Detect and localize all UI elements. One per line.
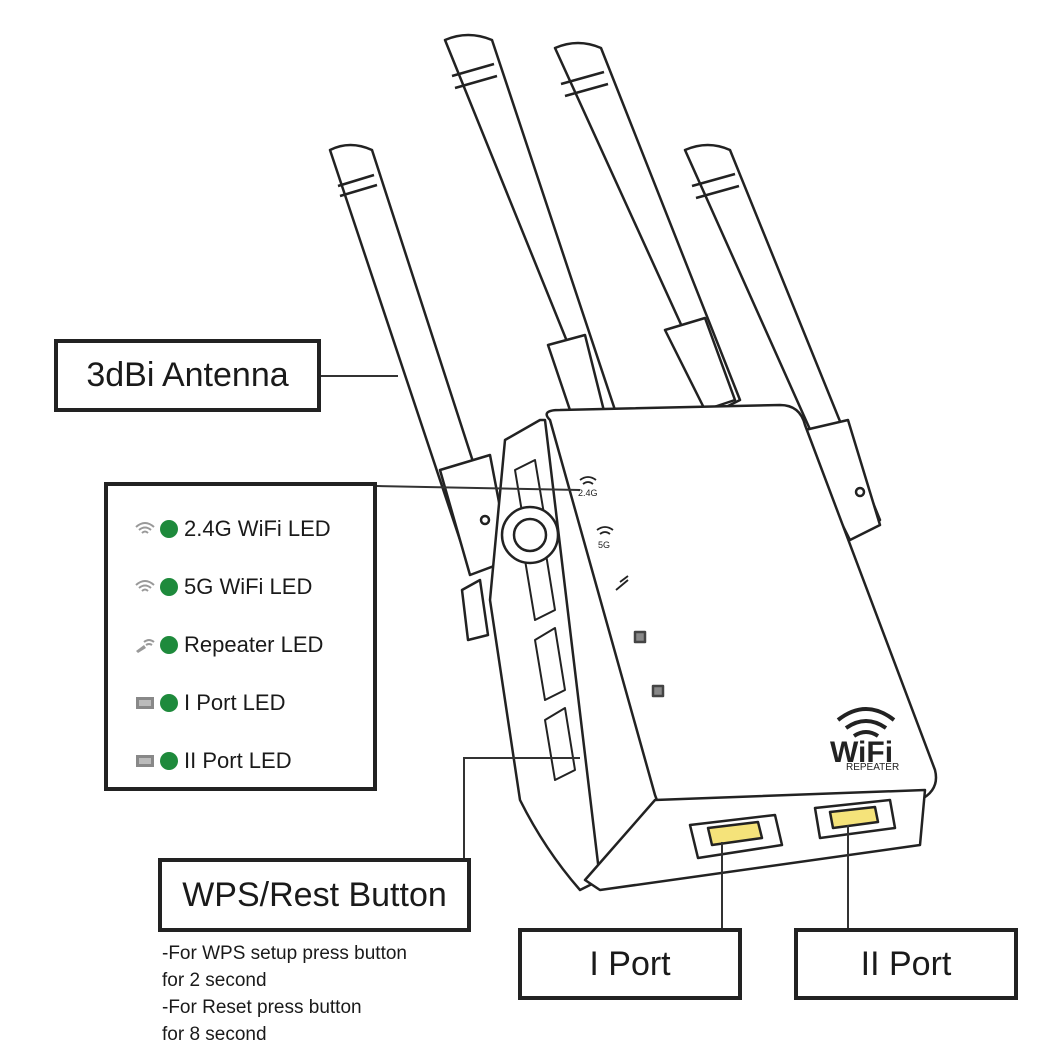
led-indicator xyxy=(160,520,178,538)
wps-note-line: -For WPS setup press button xyxy=(162,943,407,964)
ethernet-port-2 xyxy=(813,798,897,840)
led-label: 5G WiFi LED xyxy=(184,574,313,599)
led-row-repeater: Repeater LED xyxy=(108,616,373,674)
repeater-icon xyxy=(132,636,158,654)
led-row-5g: 5G WiFi LED xyxy=(108,558,373,616)
led-indicator xyxy=(160,752,178,770)
wps-note-line: -For Reset press button xyxy=(162,997,362,1018)
antenna-2 xyxy=(443,33,617,427)
wifi-icon xyxy=(132,578,158,596)
led-legend: 2.4G WiFi LED 5G WiFi LED Repeater LED I… xyxy=(104,482,377,791)
wps-note-line: for 8 second xyxy=(162,1024,267,1045)
wps-button-label: WPS/Rest Button xyxy=(158,858,471,932)
wps-instructions: -For WPS setup press button for 2 second… xyxy=(162,940,407,1048)
led-label: 2.4G WiFi LED xyxy=(184,516,331,541)
ethernet-port-1 xyxy=(688,813,784,860)
led-indicator xyxy=(160,578,178,596)
port2-label-text: II Port xyxy=(860,944,952,983)
antenna-label: 3dBi Antenna xyxy=(54,339,321,412)
antenna-label-text: 3dBi Antenna xyxy=(86,356,289,394)
port-icon xyxy=(132,752,158,770)
led-leader-line xyxy=(376,485,581,491)
power-plug xyxy=(460,578,490,642)
led-indicator xyxy=(160,694,178,712)
wps-button-label-text: WPS/Rest Button xyxy=(182,875,447,914)
port1-label-text: I Port xyxy=(589,944,671,983)
wps-leader-line xyxy=(463,757,580,858)
led-row-port2: II Port LED xyxy=(108,732,373,790)
led-label: I Port LED xyxy=(184,690,286,715)
led-row-24g: 2.4G WiFi LED xyxy=(108,500,373,558)
wps-note-line: for 2 second xyxy=(162,970,267,991)
port1-label: I Port xyxy=(518,928,742,1000)
wifi-icon xyxy=(132,520,158,538)
port-icon xyxy=(132,694,158,712)
led-row-port1: I Port LED xyxy=(108,674,373,732)
antenna-4 xyxy=(683,143,882,542)
led-indicator xyxy=(160,636,178,654)
wifi-logo-subtext: REPEATER xyxy=(846,762,899,773)
wifi-logo-text: WiFi xyxy=(830,736,893,769)
led-label: Repeater LED xyxy=(184,632,324,657)
panel-label-24g: 2.4G xyxy=(578,488,598,498)
antenna-3 xyxy=(553,41,742,412)
port2-label: II Port xyxy=(794,928,1018,1000)
panel-label-5g: 5G xyxy=(598,540,610,550)
led-label: II Port LED xyxy=(184,748,292,773)
antenna-1 xyxy=(328,143,512,577)
